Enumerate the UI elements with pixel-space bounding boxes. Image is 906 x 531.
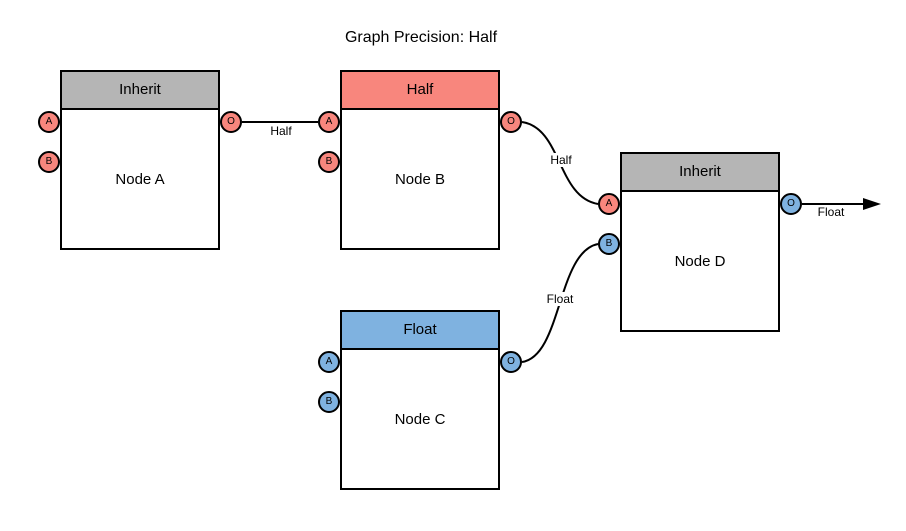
- node-a: Inherit Node A: [60, 70, 220, 250]
- node-d-header: Inherit: [622, 154, 778, 192]
- node-c-label: Node C: [394, 410, 446, 428]
- graph-title: Graph Precision: Half: [344, 29, 498, 46]
- node-c-port-o: O: [500, 351, 522, 373]
- node-d: Inherit Node D: [620, 152, 780, 332]
- node-d-port-b: B: [598, 233, 620, 255]
- node-a-port-o: O: [220, 111, 242, 133]
- node-a-port-b: B: [38, 151, 60, 173]
- node-b: Half Node B: [340, 70, 500, 250]
- node-d-body: Node D: [622, 192, 778, 330]
- node-d-port-a: A: [598, 193, 620, 215]
- node-d-label: Node D: [674, 252, 726, 270]
- node-b-label: Node B: [394, 170, 446, 188]
- node-c-port-b: B: [318, 391, 340, 413]
- node-a-header: Inherit: [62, 72, 218, 110]
- edge-label-a-to-b: Half: [268, 124, 294, 138]
- node-b-port-a: A: [318, 111, 340, 133]
- node-c-port-a: A: [318, 351, 340, 373]
- node-c-header: Float: [342, 312, 498, 350]
- node-a-body: Node A: [62, 110, 218, 248]
- output-arrowhead-icon: [863, 198, 881, 210]
- node-b-header: Half: [342, 72, 498, 110]
- node-c-body: Node C: [342, 350, 498, 488]
- node-b-port-b: B: [318, 151, 340, 173]
- node-d-port-o: O: [780, 193, 802, 215]
- node-c: Float Node C: [340, 310, 500, 490]
- edge-label-b-to-d: Half: [548, 153, 574, 167]
- node-a-port-a: A: [38, 111, 60, 133]
- edge-label-d-output: Float: [815, 205, 847, 219]
- node-b-body: Node B: [342, 110, 498, 248]
- edge-label-c-to-d: Float: [544, 292, 576, 306]
- node-a-label: Node A: [115, 170, 165, 188]
- node-b-port-o: O: [500, 111, 522, 133]
